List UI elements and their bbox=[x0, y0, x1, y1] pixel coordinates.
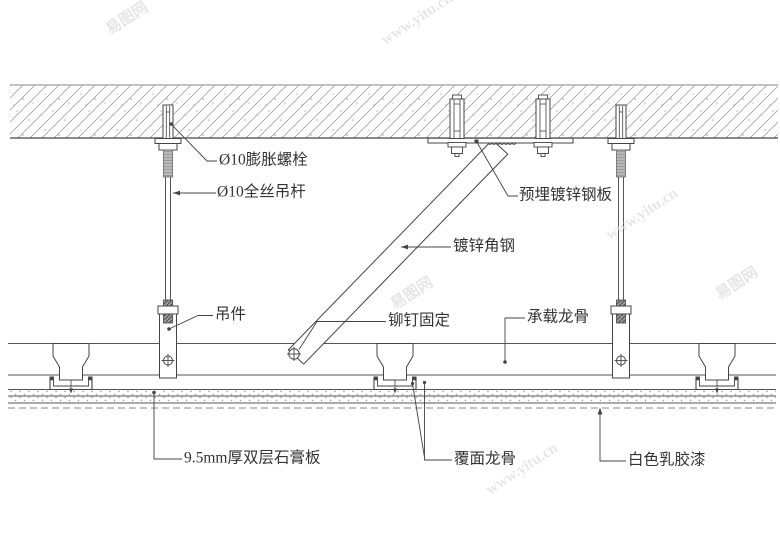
gypsum-board-layers bbox=[8, 389, 776, 409]
leader-gypsum-board bbox=[152, 390, 182, 460]
leader-angle-steel bbox=[401, 244, 451, 250]
expansion-anchor-left bbox=[447, 94, 467, 157]
leader-carrier-keel bbox=[503, 317, 525, 364]
watermark-url-1: www.yitu.cn bbox=[378, 0, 456, 48]
leader-expansion-bolt bbox=[169, 122, 217, 162]
watermarks: 易图网 www.yitu.cn www.yitu.cn 易图网 www.yitu… bbox=[102, 0, 761, 498]
concrete-slab bbox=[10, 84, 778, 139]
label-rivet-fix: 铆钉固定 bbox=[388, 311, 450, 329]
label-furring-keel: 覆面龙骨 bbox=[454, 450, 516, 468]
label-gypsum-board: 9.5mm厚双层石膏板 bbox=[184, 449, 321, 467]
leader-paint bbox=[597, 407, 626, 462]
gypsum-layer-1 bbox=[8, 389, 776, 396]
leader-embedded-plate bbox=[474, 139, 518, 197]
weld-seam bbox=[487, 142, 517, 145]
watermark-url-2: www.yitu.cn bbox=[603, 184, 681, 243]
label-hanger: 吊件 bbox=[215, 305, 246, 323]
leader-lines bbox=[152, 122, 626, 462]
watermark-site-3: 易图网 bbox=[712, 263, 761, 303]
furring-clip-1 bbox=[49, 342, 93, 395]
annotation-labels: Ø10膨胀螺栓 Ø10全丝吊杆 预埋镀锌钢板 镀锌角钢 吊件 铆钉固定 承载龙骨… bbox=[184, 151, 706, 469]
gypsum-layer-2 bbox=[8, 396, 776, 403]
expansion-anchor-right bbox=[533, 94, 553, 157]
label-hanger-rod: Ø10全丝吊杆 bbox=[217, 183, 306, 201]
label-angle-steel: 镀锌角钢 bbox=[453, 237, 515, 255]
label-expansion-bolt: Ø10膨胀螺栓 bbox=[219, 151, 308, 169]
watermark-site-2: 易图网 bbox=[387, 273, 436, 313]
hanger-rod-left bbox=[154, 104, 182, 379]
leader-hanger-rod bbox=[173, 190, 216, 196]
leader-hanger bbox=[167, 315, 213, 331]
furring-clip-3 bbox=[695, 342, 739, 395]
label-carrier-keel: 承载龙骨 bbox=[527, 308, 589, 326]
watermark-url-3: www.yitu.cn bbox=[483, 439, 561, 498]
label-embedded-plate: 预埋镀锌钢板 bbox=[519, 186, 612, 204]
watermark-site-1: 易图网 bbox=[102, 0, 151, 38]
slab-specks bbox=[10, 85, 778, 138]
rivet bbox=[287, 347, 301, 361]
leader-furring-keel bbox=[410, 380, 452, 461]
embedded-steel-plate bbox=[427, 137, 574, 145]
label-paint: 白色乳胶漆 bbox=[628, 451, 706, 469]
furring-clip-2 bbox=[373, 342, 417, 395]
leader-rivet-fix bbox=[298, 321, 386, 350]
